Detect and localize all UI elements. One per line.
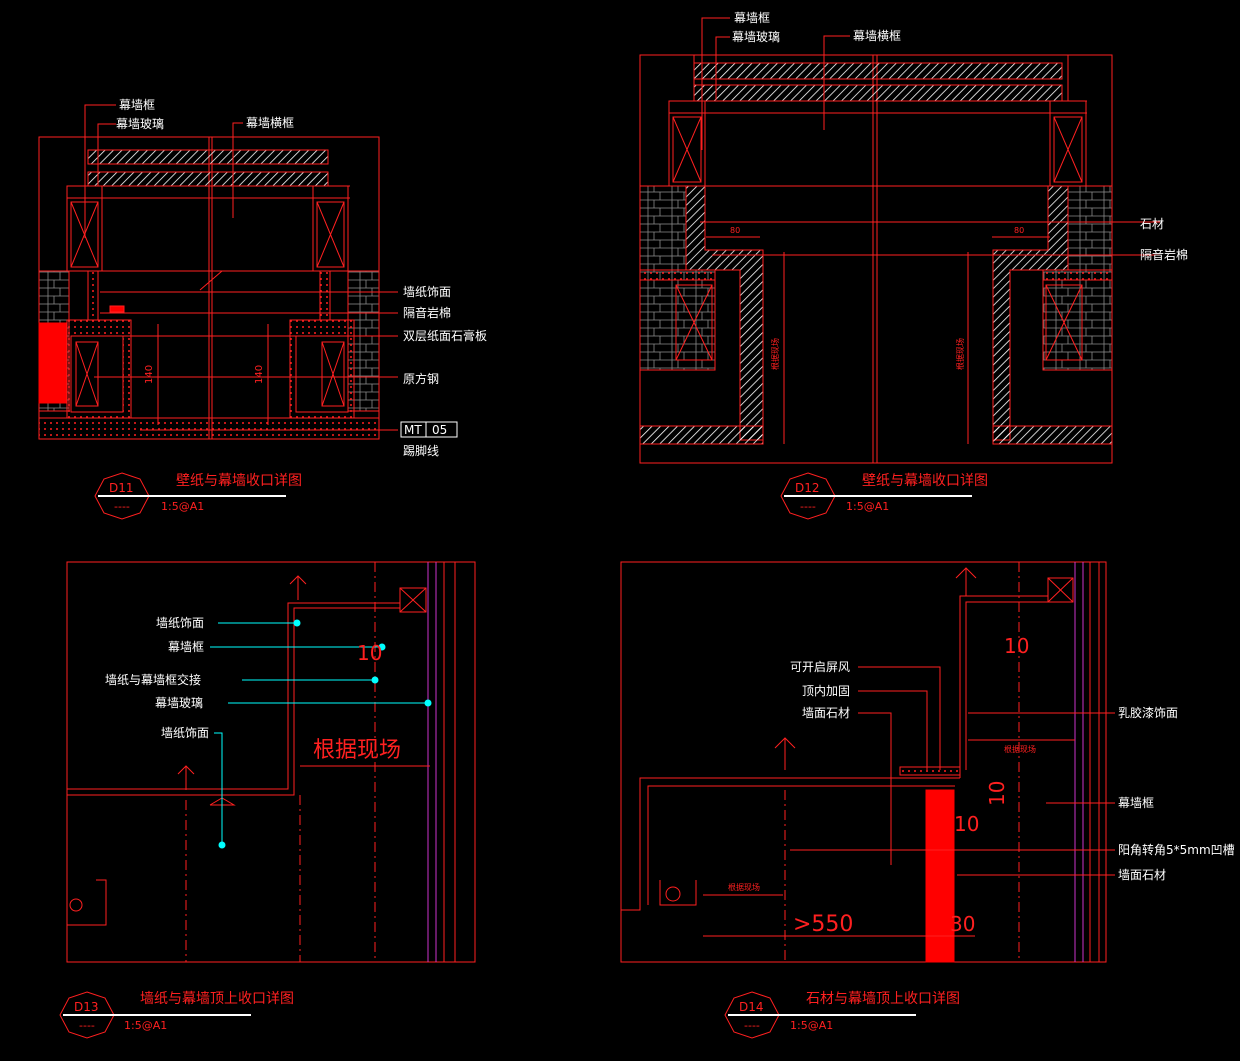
d13-title-block: D13 ---- 墙纸与幕墙顶上收口详图 1:5@A1 xyxy=(59,991,294,1039)
d11-leaders xyxy=(84,104,398,431)
d11-label-wool: 隔音岩棉 xyxy=(403,305,451,320)
d13-id: D13 xyxy=(74,1000,99,1014)
d14-label-latex: 乳胶漆饰面 xyxy=(1118,705,1178,720)
d13-detail xyxy=(66,561,476,963)
d13-dim-site: 根据现场 xyxy=(313,738,401,763)
d14-dim-ten-c: 10 xyxy=(954,812,979,836)
d13-title: 墙纸与幕墙顶上收口详图 xyxy=(140,991,294,1007)
d11-material-tag: MT 05 xyxy=(400,421,458,438)
d11-tag-right: 05 xyxy=(432,423,447,437)
d11-tag-left: MT xyxy=(404,423,422,437)
d13-dim-ten: 10 xyxy=(357,641,382,665)
d12-dim-a: 80 xyxy=(730,226,740,235)
d14-dim-site-a: 根据现场 xyxy=(1004,744,1036,754)
d13-leaders xyxy=(210,622,428,845)
d13-label-wallpaper-2: 墙纸饰面 xyxy=(161,726,209,740)
d14-detail xyxy=(620,561,1107,963)
d11-label-glass: 幕墙玻璃 xyxy=(116,117,164,131)
d13-sub: ---- xyxy=(79,1019,95,1032)
d13-leader-dots xyxy=(218,619,432,849)
d11-title: 壁纸与幕墙收口详图 xyxy=(176,473,302,489)
d13-outline xyxy=(66,561,476,963)
d12-label-transom: 幕墙横框 xyxy=(853,29,901,43)
d12-label-stone: 石材 xyxy=(1140,217,1164,231)
d11-id: D11 xyxy=(109,481,134,495)
d14-dim-ten-a: 10 xyxy=(1004,634,1029,658)
d14-label-stone-1: 墙面石材 xyxy=(802,706,850,720)
d14-dim-thirty: 30 xyxy=(950,912,975,936)
d14-outline xyxy=(620,561,1107,963)
d12-glass-band-1 xyxy=(693,62,1063,80)
d14-title: 石材与幕墙顶上收口详图 xyxy=(806,991,960,1007)
d11-sub: ---- xyxy=(114,500,130,513)
d13-label-wallpaper-1: 墙纸饰面 xyxy=(156,616,204,630)
d11-label-transom: 幕墙横框 xyxy=(246,116,294,130)
d14-leaders xyxy=(790,666,1115,876)
d12-dim-site-right: 根据现场 xyxy=(955,338,965,370)
d14-label-screen: 可开启屏风 xyxy=(790,660,850,674)
d12-glass-band-2 xyxy=(693,84,1063,102)
d11-scale: 1:5@A1 xyxy=(161,500,204,513)
d11-dim-left: 140 xyxy=(144,365,155,384)
d11-label-wallpaper: 墙纸饰面 xyxy=(403,285,451,299)
d14-sub: ---- xyxy=(744,1019,760,1032)
d11-label-gypsum: 双层纸面石膏板 xyxy=(403,328,487,343)
d11-detail xyxy=(38,136,380,440)
d11-glass-band-2 xyxy=(87,171,329,187)
d14-dim-site-b: 根据现场 xyxy=(728,882,760,892)
d12-sub: ---- xyxy=(800,500,816,513)
d13-scale: 1:5@A1 xyxy=(124,1019,167,1032)
d13-label-joint: 墙纸与幕墙框交接 xyxy=(105,672,201,687)
d11-label-skirting: 踢脚线 xyxy=(403,443,439,458)
d11-label-steel: 原方钢 xyxy=(403,371,439,386)
d14-id: D14 xyxy=(739,1000,764,1014)
d11-red-fill xyxy=(38,322,68,404)
d12-leaders xyxy=(701,17,850,150)
d12-detail xyxy=(639,54,1160,464)
d13-label-frame: 幕墙框 xyxy=(168,640,204,654)
d14-label-stone-2: 墙面石材 xyxy=(1118,868,1166,882)
d12-dim-site-left: 根据现场 xyxy=(770,338,780,370)
d14-label-frame: 幕墙框 xyxy=(1118,796,1154,810)
d14-label-groove: 阳角转角5*5mm凹槽 xyxy=(1118,842,1235,857)
d14-dim-gt550: >550 xyxy=(793,912,853,937)
d14-title-block: D14 ---- 石材与幕墙顶上收口详图 1:5@A1 xyxy=(724,991,960,1039)
d12-label-glass: 幕墙玻璃 xyxy=(732,30,780,44)
d12-scale: 1:5@A1 xyxy=(846,500,889,513)
d12-title: 壁纸与幕墙收口详图 xyxy=(862,473,988,489)
d13-label-glass: 幕墙玻璃 xyxy=(155,696,203,710)
d12-dim-b: 80 xyxy=(1014,226,1024,235)
d12-title-block: D12 ---- 壁纸与幕墙收口详图 1:5@A1 xyxy=(780,472,988,520)
d14-label-reinforce: 顶内加固 xyxy=(802,684,850,698)
d11-title-block: D11 ---- 壁纸与幕墙收口详图 1:5@A1 xyxy=(94,472,302,520)
d11-dim-right: 140 xyxy=(254,365,265,384)
d14-scale: 1:5@A1 xyxy=(790,1019,833,1032)
d11-glass-band-1 xyxy=(87,149,329,165)
d11-label-frame: 幕墙框 xyxy=(119,98,155,112)
d14-stone-column xyxy=(925,789,955,963)
d14-dim-ten-b: 10 xyxy=(985,781,1009,806)
d12-id: D12 xyxy=(795,481,820,495)
d12-label-wool: 隔音岩棉 xyxy=(1140,247,1188,262)
d12-label-frame: 幕墙框 xyxy=(734,11,770,25)
